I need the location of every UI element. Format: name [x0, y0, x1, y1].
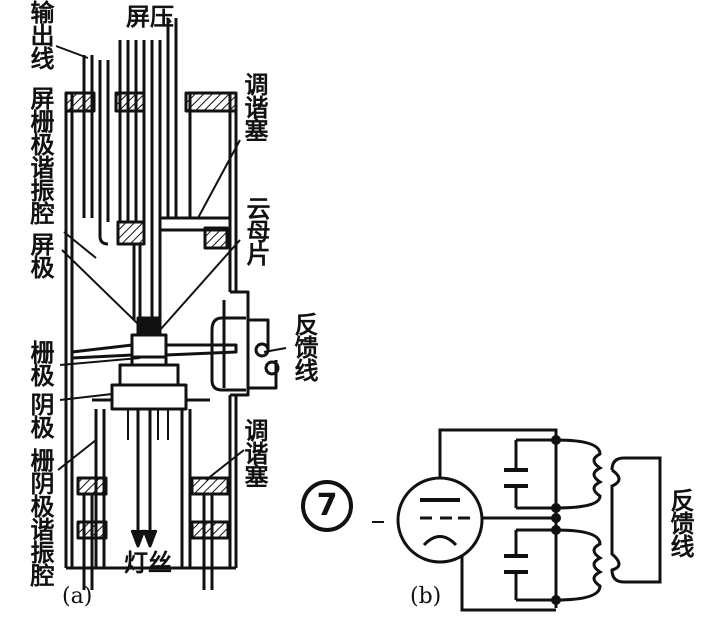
- top-end-cap: [64, 91, 238, 113]
- label-mica-sheet: 云母片: [242, 196, 270, 265]
- inner-tubes: [82, 40, 162, 320]
- label-plate: 屏极: [26, 232, 54, 278]
- tube-assembly: [70, 316, 238, 548]
- outer-cylinder: [64, 93, 238, 570]
- leader-lines: [55, 45, 287, 481]
- label-plate-grid-cavity: 屏栅极谐振腔: [26, 86, 54, 224]
- inductor-upper: [555, 438, 603, 510]
- caption-b: (b): [410, 584, 442, 609]
- label-grid-cathode-cavity: 栅阴极谐振腔: [26, 448, 54, 586]
- label-feedback-line-b: 反馈线: [666, 488, 694, 557]
- label-filament: 灯丝: [124, 549, 172, 577]
- feedback-box: [210, 290, 280, 397]
- figure-b-drawing: [372, 428, 662, 612]
- label-plate-voltage: 屏压: [126, 3, 174, 31]
- label-feedback-line-a: 反馈线: [290, 312, 318, 381]
- upper-tuning-plunger: [116, 18, 232, 250]
- label-output-line: 输出线: [26, 0, 54, 69]
- label-cathode: 阴极: [26, 392, 54, 438]
- label-grid: 栅极: [26, 340, 54, 386]
- tube-cathode: [422, 535, 458, 547]
- figure-number: 7: [301, 480, 353, 532]
- lower-cavity: [76, 409, 230, 590]
- caption-a: (a): [62, 584, 93, 609]
- tube-envelope: [396, 476, 484, 564]
- figure-a-drawing: [55, 18, 287, 590]
- inductor-lower: [555, 528, 603, 602]
- label-tuning-plunger-top: 调谐塞: [240, 72, 268, 141]
- feedback-loop: [610, 456, 662, 584]
- label-tuning-plunger-bottom: 调谐塞: [240, 418, 268, 487]
